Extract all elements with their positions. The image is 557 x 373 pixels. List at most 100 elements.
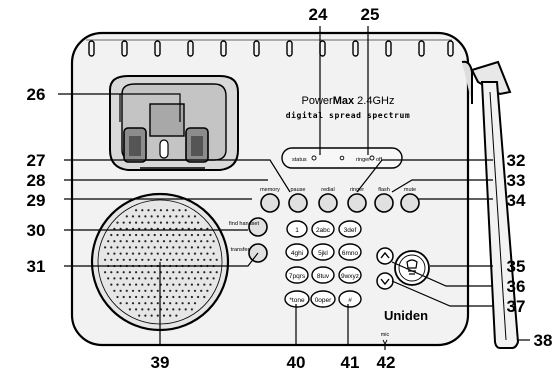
speaker-hole xyxy=(138,240,141,243)
speaker-hole xyxy=(107,252,110,255)
speaker-hole xyxy=(187,302,190,305)
key-0oper[interactable]: 0oper xyxy=(310,290,336,308)
speaker-hole xyxy=(184,283,187,286)
key-2abc[interactable]: 2abc xyxy=(311,220,335,238)
redial-button[interactable]: redial xyxy=(318,187,338,213)
speaker-hole xyxy=(153,258,156,261)
key-6mno[interactable]: 6mno xyxy=(338,243,362,261)
volume-up-button[interactable] xyxy=(376,247,394,265)
key-9wxyz[interactable]: 9wxyz xyxy=(338,266,362,284)
speaker-hole xyxy=(169,227,172,230)
speaker-hole xyxy=(187,227,190,230)
speaker-hole xyxy=(166,246,169,249)
key-7pqrs[interactable]: 7pqrs xyxy=(285,266,309,284)
speaker-hole xyxy=(203,233,206,237)
speaker-hole xyxy=(128,258,131,261)
callout-40: 40 xyxy=(287,353,306,372)
callout-27: 27 xyxy=(27,151,46,170)
speaker-hole xyxy=(178,271,181,274)
speaker-hole xyxy=(110,283,113,286)
speaker-hole xyxy=(184,221,187,224)
speaker-hole xyxy=(172,308,175,311)
speaker-hole xyxy=(172,246,175,249)
speakerphone-button[interactable] xyxy=(394,250,430,286)
key-8tuv[interactable]: 8tuv xyxy=(311,266,335,284)
speaker-hole xyxy=(141,233,144,237)
speaker-hole xyxy=(135,283,138,286)
ringer-button-label: ringer xyxy=(350,187,364,193)
speaker-hole xyxy=(209,233,212,237)
speaker-hole xyxy=(172,295,175,299)
speaker-hole xyxy=(184,258,187,261)
speaker-hole xyxy=(122,271,125,274)
mute-button[interactable]: mute xyxy=(400,187,420,213)
key-4ghi-label: 4ghi xyxy=(291,250,303,257)
speaker-hole xyxy=(184,246,187,249)
speaker-hole xyxy=(119,252,122,255)
speaker-hole xyxy=(122,221,125,224)
callout-34: 34 xyxy=(507,191,526,210)
speaker-hole xyxy=(206,277,209,280)
handset-cradle xyxy=(109,75,239,171)
speaker-hole xyxy=(172,221,175,224)
speaker-hole xyxy=(150,314,153,317)
speaker-hole xyxy=(122,233,125,237)
speaker-hole xyxy=(144,277,147,280)
speaker-hole xyxy=(169,215,172,218)
key-4ghi[interactable]: 4ghi xyxy=(285,243,309,261)
speaker-hole xyxy=(166,295,169,299)
speaker-hole xyxy=(116,283,119,286)
vent-slot xyxy=(352,40,359,57)
key-star-tone[interactable]: *tone xyxy=(284,290,310,308)
speaker-hole xyxy=(190,308,193,311)
key-pound[interactable]: # xyxy=(338,290,362,308)
speaker-hole xyxy=(166,283,169,286)
ringer-button[interactable]: ringer xyxy=(347,187,367,213)
callout-39: 39 xyxy=(151,353,170,372)
speaker-hole xyxy=(135,295,138,299)
speaker-hole xyxy=(153,233,156,237)
key-1[interactable]: 1 xyxy=(286,220,308,238)
status-led xyxy=(311,155,317,161)
speaker-hole xyxy=(190,295,193,299)
volume-down-button[interactable] xyxy=(376,272,394,290)
speaker-hole xyxy=(144,302,147,305)
speaker-hole xyxy=(166,221,169,224)
speaker-hole xyxy=(162,252,166,255)
speaker-hole xyxy=(162,277,166,280)
speaker-hole xyxy=(107,277,110,280)
speaker-hole xyxy=(209,246,212,249)
speaker-hole xyxy=(138,289,141,292)
speaker-hole xyxy=(181,240,184,243)
pause-button[interactable]: pause xyxy=(288,187,308,213)
leader-lines xyxy=(58,26,530,350)
speaker-hole xyxy=(162,227,166,230)
speaker-hole xyxy=(128,295,131,299)
speaker-hole xyxy=(190,221,193,224)
callout-25: 25 xyxy=(361,5,380,24)
speaker-hole xyxy=(200,227,203,230)
speaker-hole xyxy=(156,252,159,255)
find-handset-label: find handset xyxy=(229,221,259,227)
ringer-label: ringer xyxy=(356,157,370,163)
speaker-hole xyxy=(141,246,144,249)
speaker-hole xyxy=(159,233,162,237)
speaker-hole xyxy=(147,221,150,224)
speaker-hole xyxy=(169,302,172,305)
ringer-led xyxy=(369,155,375,161)
speaker-hole xyxy=(206,252,209,255)
speaker-hole xyxy=(138,302,141,305)
find-handset-button[interactable]: find handset xyxy=(229,217,268,237)
key-3def[interactable]: 3def xyxy=(338,220,362,238)
vent-slot xyxy=(418,40,425,57)
flash-button[interactable]: flash xyxy=(374,187,394,213)
antenna xyxy=(461,60,520,349)
speaker-hole xyxy=(125,277,128,280)
speaker-hole xyxy=(197,295,200,299)
memory-button[interactable]: memory xyxy=(260,187,280,213)
cradle-hook xyxy=(159,139,169,159)
speaker-hole xyxy=(175,302,178,305)
speaker-hole xyxy=(147,271,150,274)
speaker-hole xyxy=(193,277,197,280)
key-5jkl[interactable]: 5jkl xyxy=(311,243,335,261)
